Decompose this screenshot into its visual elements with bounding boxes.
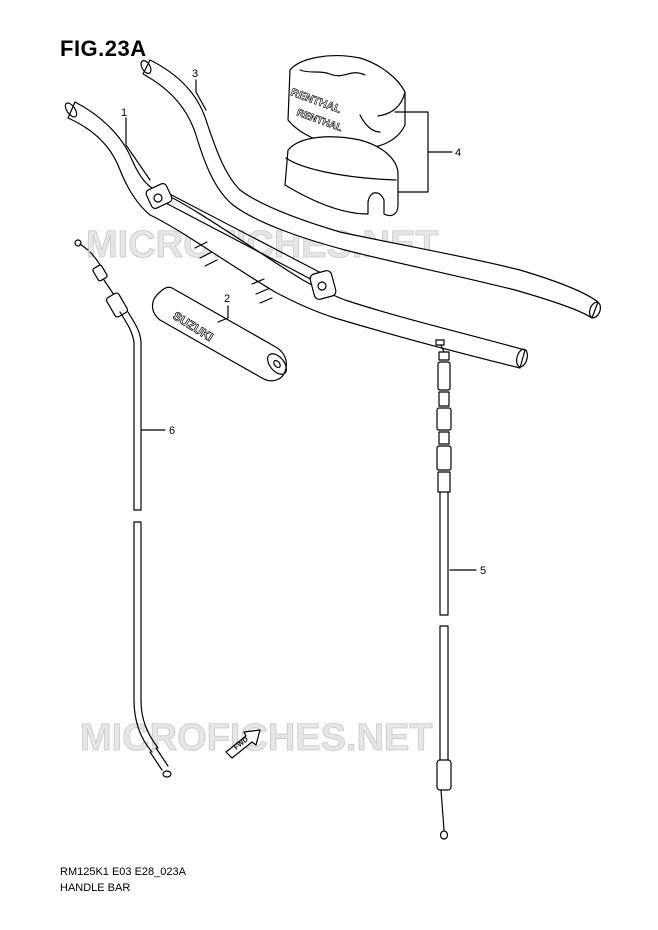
figure-code: RM125K1 E03 E28_023A: [60, 866, 186, 878]
throttle-cable[interactable]: [74, 239, 172, 778]
crossbar-pad[interactable]: SUZUKI: [151, 286, 291, 382]
callout-leaders: [125, 79, 477, 571]
callout-3: 3: [192, 68, 198, 80]
handlebar-front[interactable]: [63, 101, 529, 369]
callout-5: 5: [480, 565, 486, 577]
bar-clamp-top[interactable]: RENTHAL RENTHAL: [287, 55, 406, 149]
figure-title: FIG.23A: [60, 36, 147, 61]
handlebar-rear[interactable]: [139, 59, 602, 319]
bar-clamp-bottom[interactable]: [284, 136, 399, 217]
callout-6: 6: [169, 425, 175, 437]
callout-2: 2: [224, 293, 230, 305]
callout-4: 4: [455, 147, 461, 159]
callout-1: 1: [121, 107, 127, 119]
clutch-cable[interactable]: [435, 339, 452, 840]
figure-name: HANDLE BAR: [60, 882, 131, 894]
